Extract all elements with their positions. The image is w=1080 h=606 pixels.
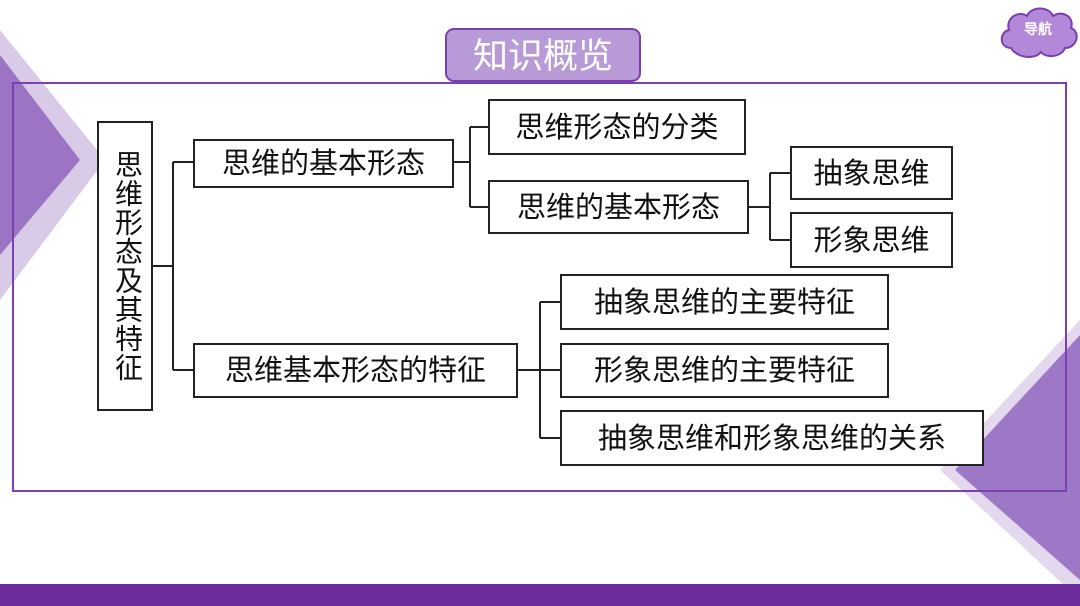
- mindmap-root: 思维形态及其特征: [97, 121, 153, 411]
- node-form-classification: 思维形态的分类: [488, 99, 746, 155]
- left-dark-triangle: [0, 55, 80, 255]
- leaf-abstract-thinking: 抽象思维: [790, 146, 953, 200]
- branch-form-features: 思维基本形态的特征: [193, 343, 518, 398]
- cloud-icon: [1000, 7, 1078, 58]
- nav-button[interactable]: 导航: [997, 4, 1079, 60]
- nav-label: 导航: [1024, 22, 1052, 38]
- page-title: 知识概览: [445, 28, 641, 82]
- bottom-bar: [0, 584, 1080, 606]
- node-abstract-imagery-relation: 抽象思维和形象思维的关系: [560, 410, 984, 466]
- node-abstract-features: 抽象思维的主要特征: [560, 274, 889, 330]
- right-dark-triangle: [955, 335, 1080, 580]
- node-imagery-features: 形象思维的主要特征: [560, 343, 889, 398]
- branch-basic-forms: 思维的基本形态: [193, 139, 454, 188]
- leaf-imagery-thinking: 形象思维: [790, 212, 953, 268]
- node-basic-forms-sub: 思维的基本形态: [488, 180, 749, 234]
- content-frame: [12, 82, 1067, 492]
